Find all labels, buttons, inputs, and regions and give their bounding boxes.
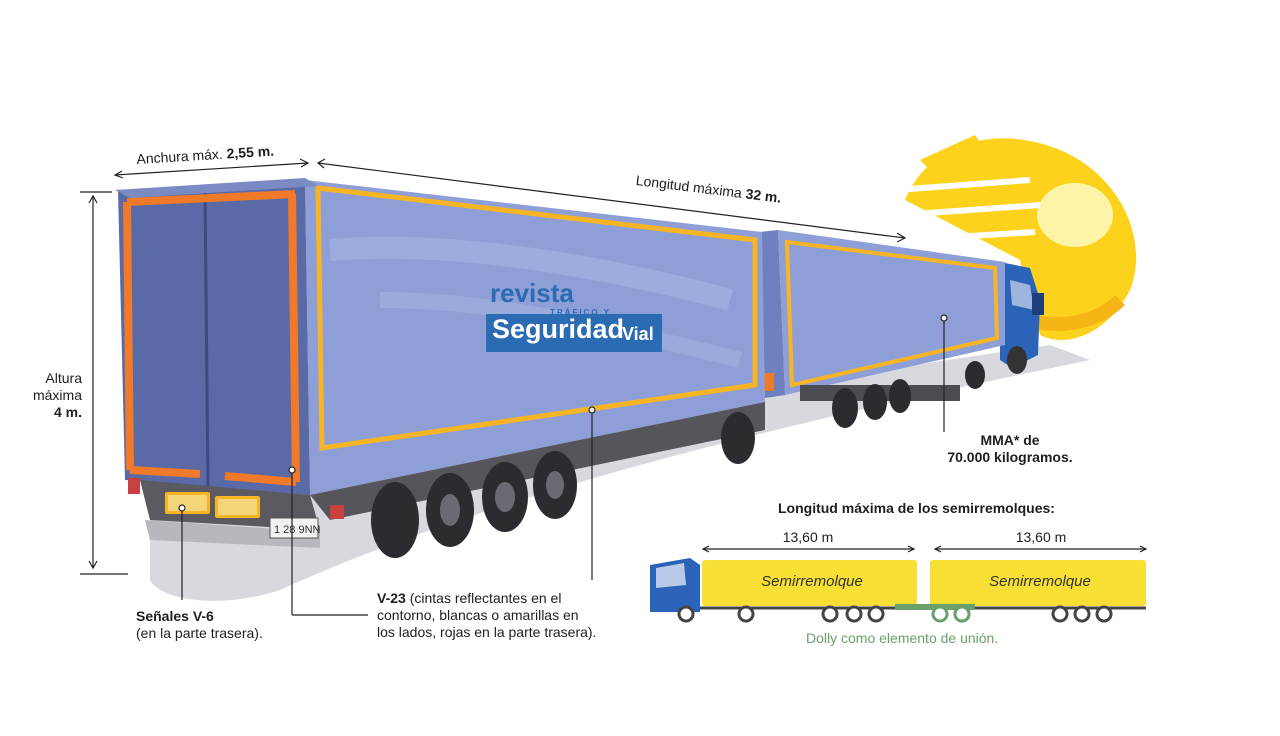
semi-length-2: 13,60 m	[1015, 529, 1067, 545]
license-plate: 1 28 9NN	[274, 524, 321, 536]
sun-icon	[894, 135, 1137, 340]
trailer-rear: 1 28 9NN	[115, 178, 344, 548]
dimension-lines	[80, 158, 1148, 616]
semi-name-2: Semirremolque	[989, 573, 1091, 590]
altura-label: Altura máxima 4 m.	[32, 370, 82, 420]
v23-label: V-23 (cintas reflectantes en el contorno…	[377, 590, 597, 640]
logo-word-trafico: TRÁFICO Y	[550, 308, 611, 317]
dolly-label: Dolly como elemento de unión.	[806, 630, 999, 646]
revista-logo: revista TRÁFICO Y Seguridad Vial	[486, 278, 666, 354]
semirremolques-title: Longitud máxima de los semirremolques:	[778, 500, 1055, 516]
side-view-diagram	[650, 558, 1146, 623]
truck-cab	[1000, 262, 1044, 374]
semi-name-1: Semirremolque	[761, 573, 863, 590]
logo-word-seguridad: Seguridad	[492, 314, 625, 344]
logo-word-revista: revista	[490, 278, 574, 308]
semi-length-1: 13,60 m	[782, 529, 834, 545]
senales-label: Señales V-6 (en la parte trasera).	[136, 608, 263, 641]
main-trailer	[305, 180, 765, 558]
second-trailer	[760, 230, 1005, 428]
logo-word-vial: Vial	[622, 324, 654, 344]
mma-label: MMA* de 70.000 kilogramos.	[947, 432, 1073, 465]
